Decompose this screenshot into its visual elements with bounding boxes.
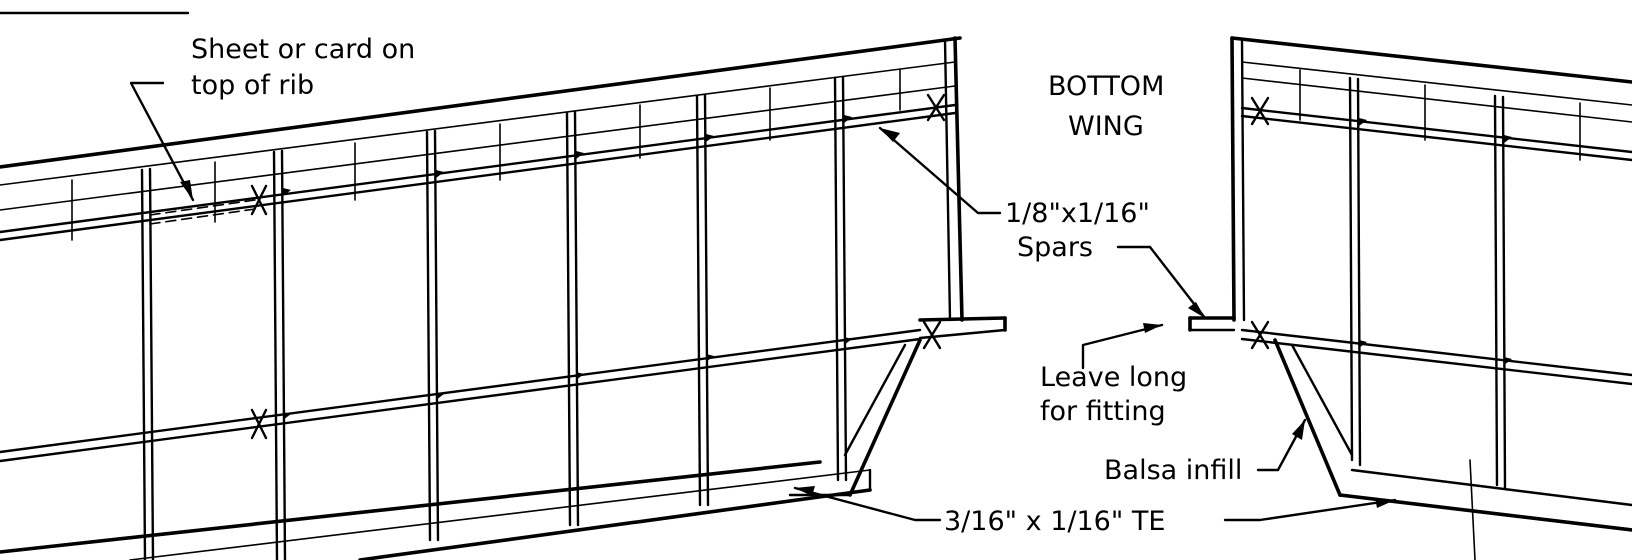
label-leave-line1: Leave long [1040,362,1187,393]
label-trailing-edge: 3/16" x 1/16" TE [944,506,1165,537]
label-bottom-line2: WING [1068,111,1144,142]
label-bottom-line1: BOTTOM [1048,71,1164,102]
label-spar-name: Spars [1017,232,1093,263]
right-wing-panel [1188,36,1632,560]
label-balsa-infill: Balsa infill [1104,455,1242,486]
label-spar-size: 1/8"x1/16" [1005,198,1150,229]
leader-lines [129,81,1397,522]
label-sheet-line1: Sheet or card on [191,34,415,65]
label-leave-line2: for fitting [1040,396,1166,427]
left-wing-panel [0,11,1007,560]
label-sheet-line2: top of rib [191,70,314,101]
annotation-labels: Sheet or card on top of rib BOTTOM WING … [191,34,1242,537]
